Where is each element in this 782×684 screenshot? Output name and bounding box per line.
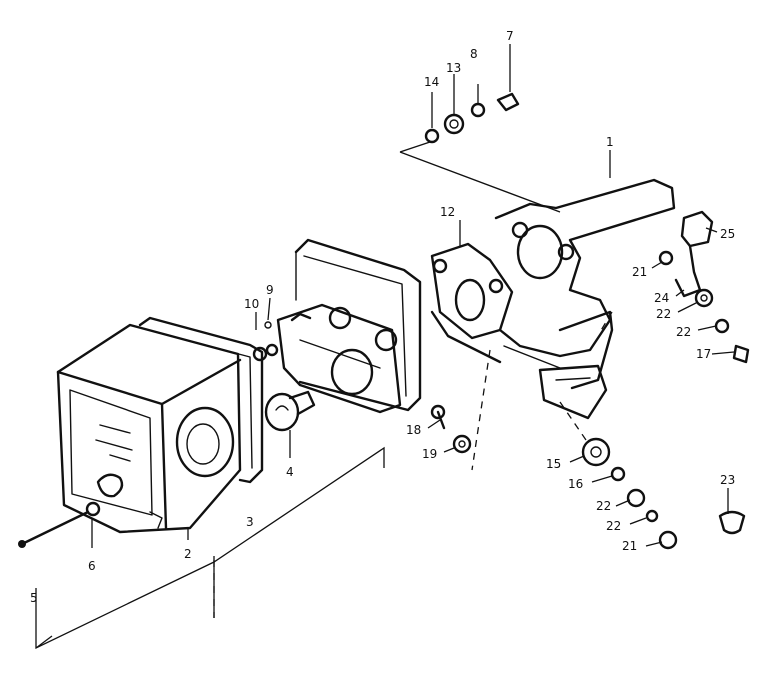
callout-10: 10 (244, 297, 259, 311)
callout-labels: 1 2 3 4 5 6 7 8 9 10 12 13 14 15 16 17 1… (30, 29, 735, 605)
leader-lines (35, 44, 735, 650)
callout-24: 24 (654, 291, 669, 305)
callout-21-lower: 21 (622, 539, 637, 553)
callout-4: 4 (286, 465, 294, 479)
callout-21-upper: 21 (632, 265, 647, 279)
bulb-socket-plate (276, 303, 402, 414)
callout-22-right-2: 22 (676, 325, 691, 339)
callout-19: 19 (422, 447, 437, 461)
back-gasket (294, 238, 422, 412)
callout-23: 23 (720, 473, 735, 487)
callout-22-lower-2: 22 (606, 519, 621, 533)
callout-22-right-1: 22 (656, 307, 671, 321)
mounting-screw (18, 501, 101, 548)
lens-gasket (138, 316, 264, 484)
callout-18: 18 (406, 423, 421, 437)
socket-small-parts (252, 321, 279, 362)
callout-5: 5 (30, 591, 38, 605)
lens-housing (56, 323, 242, 534)
callout-16: 16 (568, 477, 583, 491)
small-hardware (430, 288, 750, 550)
callout-2: 2 (184, 547, 192, 561)
callout-25: 25 (720, 227, 735, 241)
bulb (264, 390, 316, 432)
callout-1: 1 (606, 135, 614, 149)
callout-3: 3 (246, 515, 254, 529)
callout-6: 6 (88, 559, 96, 573)
callout-22-lower-1: 22 (596, 499, 611, 513)
callout-8: 8 (470, 47, 478, 61)
main-bracket (494, 178, 676, 420)
callout-17: 17 (696, 347, 711, 361)
bracket-plate (430, 242, 514, 364)
callout-7: 7 (506, 29, 514, 43)
callout-13: 13 (446, 61, 461, 75)
callout-15: 15 (546, 457, 561, 471)
callout-9: 9 (266, 283, 274, 297)
top-hardware (424, 92, 520, 144)
reflector-bracket (658, 210, 714, 298)
callout-14: 14 (424, 75, 439, 89)
callout-12: 12 (440, 205, 455, 219)
